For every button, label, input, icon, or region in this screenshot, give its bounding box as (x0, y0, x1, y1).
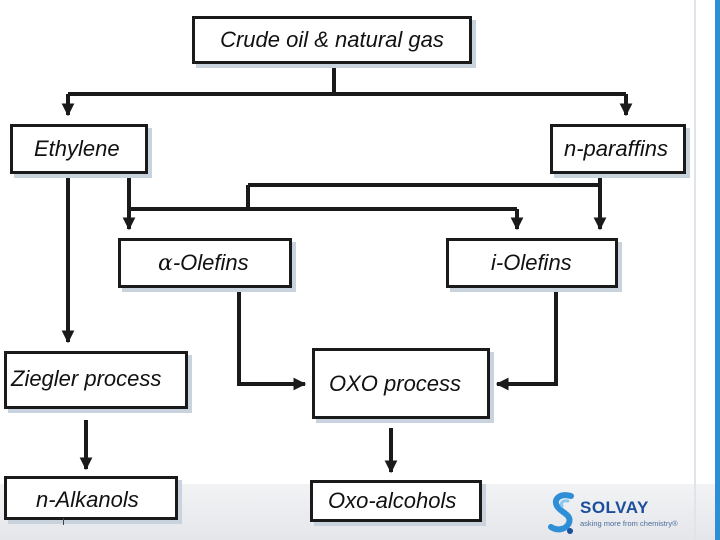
solvay-logo: SOLVAY asking more from chemistry® (540, 487, 690, 537)
node-oxo-alcohols-label: Oxo-alcohols (328, 488, 457, 513)
node-alpha-olefins: α-Olefins (118, 238, 292, 288)
solvay-swirl-icon (548, 492, 574, 534)
arrow-i-olefins-to-oxo (495, 288, 558, 391)
accent-strip (715, 0, 720, 540)
node-crude-oil: Crude oil & natural gas (192, 16, 472, 64)
logo-tagline: asking more from chemistry® (580, 519, 678, 528)
node-crude-oil-label: Crude oil & natural gas (220, 27, 444, 52)
node-oxo-process: OXO process (312, 348, 490, 419)
node-i-olefins-label: i-Olefins (491, 250, 572, 275)
node-n-alkanols-label: n-Alkanols (36, 487, 139, 512)
node-oxo-alcohols: Oxo-alcohols (310, 480, 482, 522)
footer-mark (63, 518, 64, 525)
alpha-olefins-suffix: -Olefins (172, 250, 249, 275)
node-n-paraffins-label: n-paraffins (564, 136, 668, 161)
node-ziegler-process-label: Ziegler process (11, 366, 162, 391)
node-ziegler-process: Ziegler process (4, 351, 188, 409)
node-ethylene: Ethylene (10, 124, 148, 174)
node-ethylene-label: Ethylene (34, 136, 120, 161)
logo-wordmark: SOLVAY (580, 498, 649, 517)
node-n-paraffins: n-paraffins (550, 124, 686, 174)
node-n-alkanols: n-Alkanols (4, 476, 178, 520)
alpha-symbol: α (158, 251, 173, 276)
arrow-alpha-olefins-to-oxo (237, 288, 307, 391)
right-divider (694, 0, 696, 540)
node-oxo-process-label: OXO process (329, 370, 462, 396)
node-alpha-olefins-label: α-Olefins (158, 250, 249, 276)
node-i-olefins: i-Olefins (446, 238, 618, 288)
